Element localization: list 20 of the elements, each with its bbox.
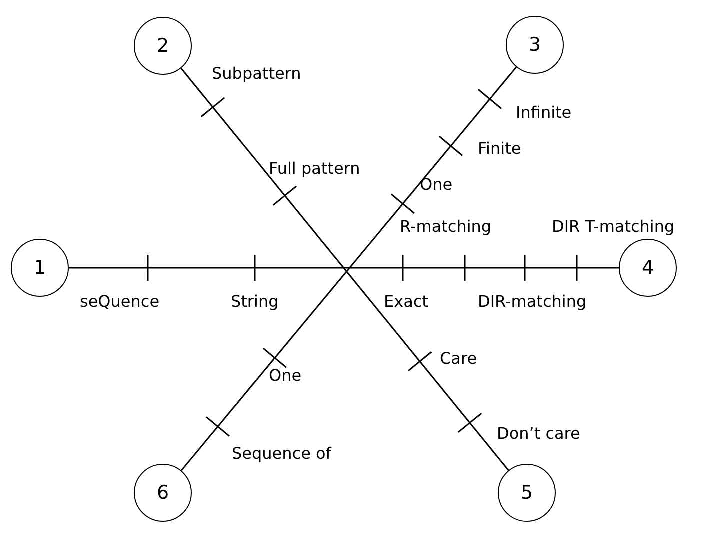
axis-label: DIR-matching [478,294,587,310]
node-number: 6 [156,482,170,504]
axis-label: Finite [478,141,522,157]
axis-label: Care [440,351,478,367]
axis-label: R-matching [400,219,492,235]
axis-label: Full pattern [269,161,360,177]
node-number: 3 [528,34,542,56]
node-number: 1 [34,257,46,279]
node-number: 2 [156,35,170,57]
node-number: 5 [520,482,534,504]
axis-label: Subpattern [212,66,302,82]
axis-label: Infinite [516,105,572,121]
axis-label: String [231,294,279,310]
axis-label: DIR T-matching [552,219,675,235]
axis-label: Exact [384,294,428,310]
node-number: 4 [642,257,654,279]
axis-line [69,267,619,269]
axis-label: One [420,177,453,193]
axis-label: Don’t care [497,426,580,442]
axis-label: One [269,368,302,384]
